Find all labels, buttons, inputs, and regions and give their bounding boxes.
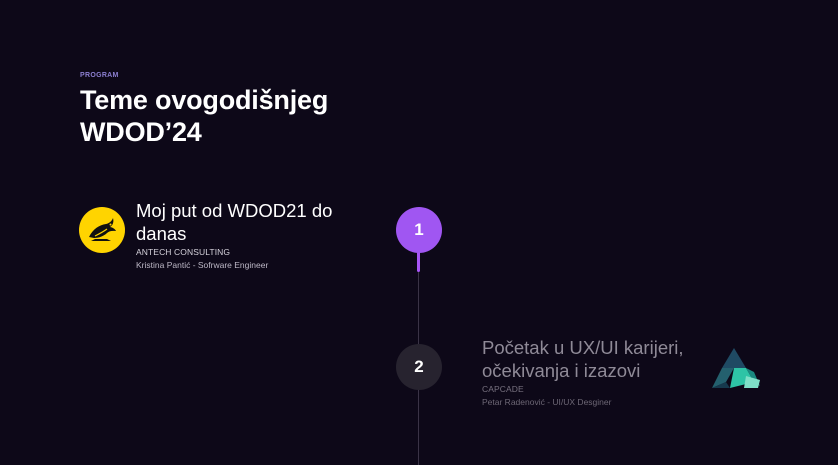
section-eyebrow: PROGRAM xyxy=(80,72,119,79)
talk-speaker: Petar Radenović - UI/UX Desginer xyxy=(482,397,612,407)
timeline-progress xyxy=(417,250,420,272)
talk-title: Moj put od WDOD21 do danas xyxy=(136,200,333,244)
section-heading: Teme ovogodišnjeg WDOD’24 xyxy=(80,85,329,147)
timeline-step-1[interactable]: 1 xyxy=(396,207,442,253)
talk-speaker: Kristina Pantić - Sofrware Engineer xyxy=(136,260,269,270)
talk-company: ANTECH CONSULTING xyxy=(136,247,231,257)
capcade-logo-icon xyxy=(710,346,762,390)
talk-title: Početak u UX/UI karijeri, očekivanja i i… xyxy=(482,337,684,381)
timeline-step-2[interactable]: 2 xyxy=(396,344,442,390)
dragon-logo-icon xyxy=(79,207,125,253)
talk-company: CAPCADE xyxy=(482,384,524,394)
